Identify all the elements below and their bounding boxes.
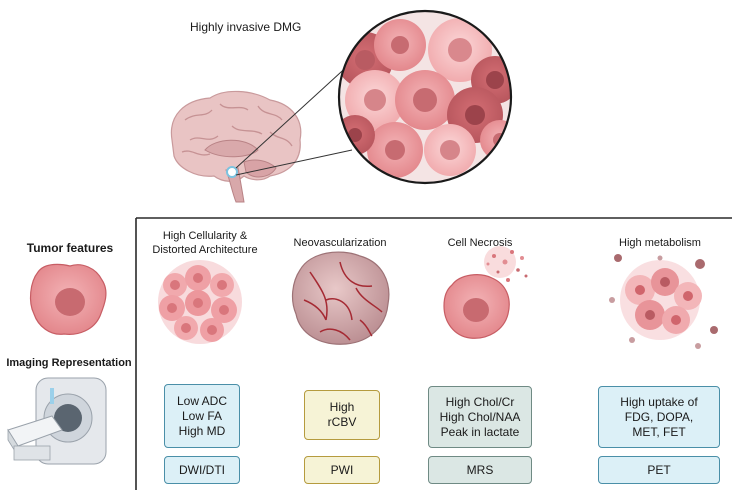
modality-label: PET <box>647 462 671 477</box>
zoom-line <box>235 149 353 176</box>
column-title-line: Neovascularization <box>293 237 387 249</box>
finding-text: High Chol/NAA <box>439 409 521 424</box>
modality-label: MRS <box>466 462 494 477</box>
column-title-neovascularization: Neovascularization <box>280 236 400 250</box>
imaging-representation-label: Imaging Representation <box>6 357 132 369</box>
modality-label: PWI <box>330 462 354 477</box>
brain-illustration <box>170 90 302 203</box>
finding-text: High MD <box>178 423 226 438</box>
column-title-metabolism: High metabolism <box>600 236 720 250</box>
modality-box-pet: PET <box>598 456 720 484</box>
modality-box-mrs: MRS <box>428 456 532 484</box>
finding-text: High <box>329 400 355 414</box>
column-title-cellularity: High Cellularity & Distorted Architectur… <box>140 229 270 257</box>
modality-box-pwi: PWI <box>304 456 380 484</box>
neovascularization-illustration <box>291 251 390 345</box>
finding-text: Low FA <box>181 408 223 423</box>
finding-text: rCBV <box>327 415 357 429</box>
modality-box-dwi: DWI/DTI <box>164 456 240 484</box>
high-cellularity-illustration <box>158 260 242 344</box>
column-title-line: High Cellularity & <box>162 230 248 242</box>
finding-text: High Chol/Cr <box>445 394 515 409</box>
dmg-title: Highly invasive DMG <box>190 20 302 34</box>
column-title-line: High metabolism <box>619 237 701 249</box>
findings-box-dwi: Low ADC Low FA High MD <box>164 384 240 448</box>
tumor-cell-illustration <box>29 263 107 335</box>
column-title-line: Distorted Architecture <box>152 244 258 256</box>
column-title-line: Cell Necrosis <box>447 237 513 249</box>
high-metabolism-illustration <box>609 254 718 349</box>
column-title-necrosis: Cell Necrosis <box>420 236 540 250</box>
finding-text: MET, FET <box>632 424 686 439</box>
findings-box-mrs: High Chol/Cr High Chol/NAA Peak in lacta… <box>428 386 532 448</box>
cell-necrosis-illustration <box>443 246 528 339</box>
modality-label: DWI/DTI <box>179 462 225 477</box>
finding-text: Low ADC <box>176 393 228 408</box>
zoom-line <box>235 61 353 169</box>
finding-text: Peak in lactate <box>440 424 520 439</box>
mri-scanner-illustration <box>7 377 107 465</box>
findings-box-pet: High uptake of FDG, DOPA, MET, FET <box>598 386 720 448</box>
tumor-features-label: Tumor features <box>26 241 114 255</box>
finding-text: High uptake of <box>620 394 698 409</box>
finding-text: FDG, DOPA, <box>624 409 694 424</box>
findings-box-pwi: High rCBV <box>304 390 380 440</box>
tumor-zoom-circle <box>337 9 513 185</box>
